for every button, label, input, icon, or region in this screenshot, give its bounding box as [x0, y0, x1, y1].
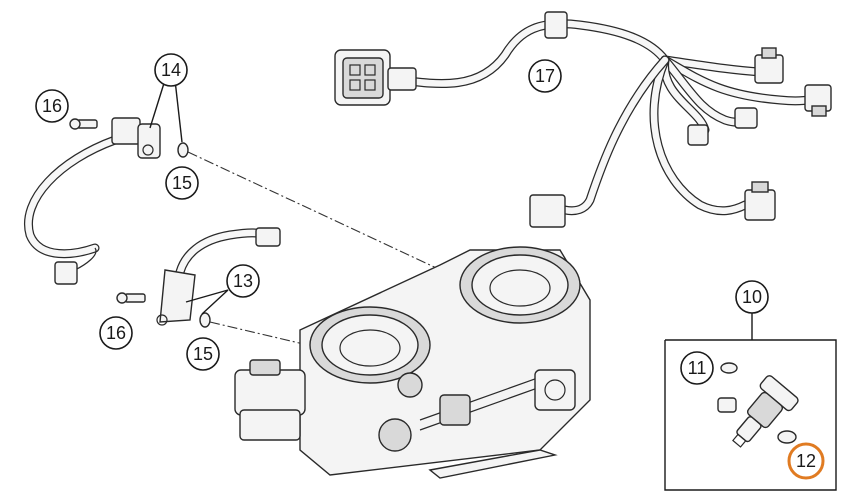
callout-10[interactable]: 10 [735, 280, 769, 314]
callout-14[interactable]: 14 [154, 53, 188, 87]
callout-11[interactable]: 11 [680, 351, 714, 385]
leader-lines [149, 79, 229, 315]
sensor-14-assembly [24, 117, 189, 285]
callout-13-label: 13 [233, 271, 253, 291]
callout-17[interactable]: 17 [528, 59, 562, 93]
sensor-13-assembly [116, 227, 281, 328]
injector-kit-box [664, 308, 837, 491]
callout-15-top-label: 15 [172, 173, 192, 193]
callout-16-top[interactable]: 16 [35, 89, 69, 123]
callout-14-label: 14 [161, 60, 181, 80]
callout-15-bottom[interactable]: 15 [186, 337, 220, 371]
callout-15-bottom-label: 15 [193, 344, 213, 364]
throttle-body [187, 151, 591, 479]
wiring-harness [334, 11, 832, 228]
callout-16-bottom-label: 16 [106, 323, 126, 343]
callout-16-top-label: 16 [42, 96, 62, 116]
callout-11-label: 11 [688, 358, 707, 378]
callout-10-label: 10 [742, 287, 762, 307]
callout-13[interactable]: 13 [226, 264, 260, 298]
callout-16-bottom[interactable]: 16 [99, 316, 133, 350]
callout-17-label: 17 [535, 66, 555, 86]
callout-12-label: 12 [796, 451, 816, 471]
callout-15-top[interactable]: 15 [165, 166, 199, 200]
callout-12-highlighted[interactable]: 12 [787, 442, 825, 480]
